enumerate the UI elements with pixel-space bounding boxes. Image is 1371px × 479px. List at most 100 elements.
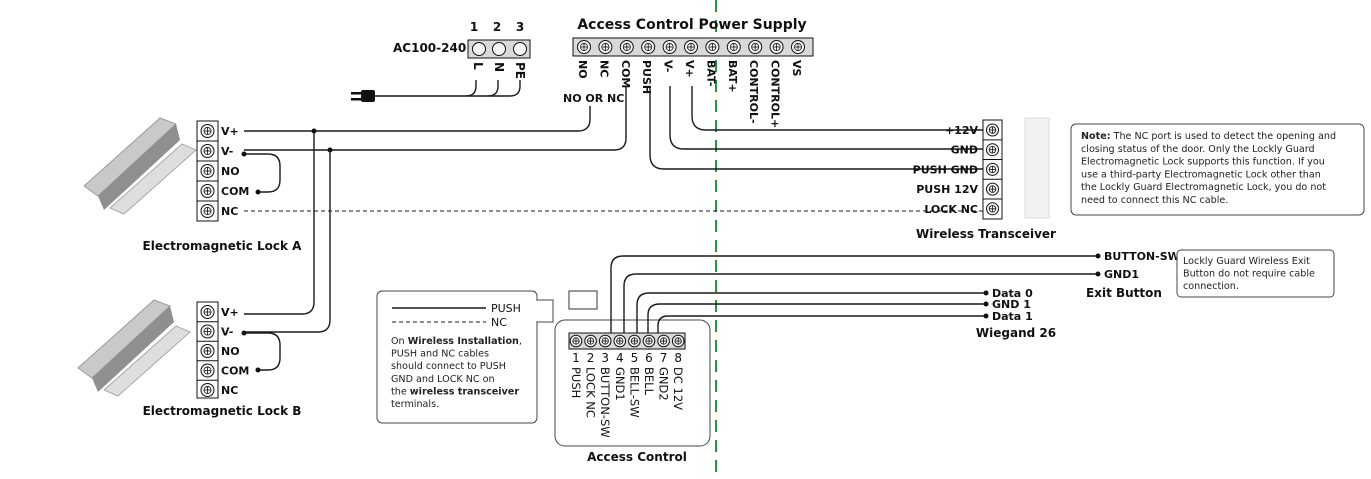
ac-number-1: 1 xyxy=(470,20,478,34)
nc-note-text-span: closing status of the door. Only the Loc… xyxy=(1081,144,1315,155)
wire-lock-vplus xyxy=(244,106,591,132)
wire-data1 xyxy=(657,315,984,333)
access-control-screw-icon xyxy=(642,334,656,348)
wiegand-title: Wiegand 26 xyxy=(976,326,1056,340)
no-or-nc-label: NO OR NC xyxy=(563,92,624,105)
legend-line: terminals. xyxy=(391,399,439,410)
nc-note-text-span: use a third-party Electromagnetic Lock o… xyxy=(1081,169,1321,180)
wire-gnd1 xyxy=(623,273,1096,333)
wiring-legend: PUSH NC On Wireless Installation,PUSH an… xyxy=(376,290,598,424)
ps-screw-icon xyxy=(791,40,805,54)
access-control-screw-icon xyxy=(569,334,583,348)
wire-gnd xyxy=(669,86,986,150)
ps-terminal-label: PUSH xyxy=(640,60,653,94)
ps-screw-icon xyxy=(598,40,613,54)
lock-b-terminal-label: COM xyxy=(221,365,249,378)
ps-terminal-label: CONTROL+ xyxy=(769,60,782,128)
access-control-screw-icon xyxy=(657,334,670,348)
legend-text-span: , xyxy=(519,336,522,347)
lock-a-terminal-label: NO xyxy=(221,165,240,178)
ps-terminal-label: V- xyxy=(662,60,675,72)
lock_a-screw-icon xyxy=(200,164,215,178)
nc-note-line: Electromagnetic Lock supports this funct… xyxy=(1081,157,1325,168)
ac-number-3: 3 xyxy=(516,20,524,34)
wiegand-data0: Data 0 xyxy=(992,287,1033,300)
exit-button-note-line: Lockly Guard Wireless Exit xyxy=(1183,256,1310,267)
access-control-screw-icon xyxy=(598,334,612,348)
transceiver-terminal-label: PUSH 12V xyxy=(916,183,978,196)
ac-number-2: 2 xyxy=(493,20,501,34)
access-control-number: 5 xyxy=(631,351,639,365)
access-control-number: 3 xyxy=(601,351,609,365)
transceiver-terminal-label: LOCK NC xyxy=(924,203,978,216)
transceiver-screw-icon xyxy=(986,162,999,176)
access-control-terminal-label: GND2 xyxy=(657,367,671,401)
access-control-number: 6 xyxy=(645,351,653,365)
power-supply-title: Access Control Power Supply xyxy=(577,17,806,33)
magnetic-lock-b-icon xyxy=(77,299,191,397)
lock_a-screw-icon xyxy=(200,204,215,218)
lock-a-terminals: V+ V- NO COM NC xyxy=(197,124,249,218)
nc-note-prefix: Note: xyxy=(1081,131,1111,142)
lock-a-terminal-label: V+ xyxy=(221,125,239,138)
lock_b-screw-icon xyxy=(200,344,215,358)
ac-terminal-l: L xyxy=(471,62,485,70)
legend-text-span: wireless transceiver xyxy=(410,386,520,397)
ac-wire-l xyxy=(375,80,477,97)
legend-callout-square xyxy=(568,290,598,310)
wiegand-gnd1: GND 1 xyxy=(992,298,1031,311)
legend-line: the wireless transceiver xyxy=(391,386,519,397)
access-control-terminal-label: LOCK NC xyxy=(584,367,598,418)
lock-b-terminal-label: V+ xyxy=(221,306,239,319)
exit-button-gnd1: GND1 xyxy=(1104,268,1139,281)
nc-note: Note: The NC port is used to detect the … xyxy=(1070,123,1365,216)
transceiver-terminal-label: GND xyxy=(951,144,978,157)
lock-b-terminal-label: V- xyxy=(221,326,233,339)
access-control-terminal-label: DC 12V xyxy=(671,367,685,410)
nc-note-text-span: Electromagnetic Lock supports this funct… xyxy=(1081,157,1325,168)
wire-lock-vminus xyxy=(244,86,627,151)
legend-box xyxy=(376,290,538,424)
legend-text-span: GND and LOCK NC on xyxy=(391,374,495,385)
legend-nc-label: NC xyxy=(491,316,507,329)
lock-b-terminal-label: NC xyxy=(221,384,238,397)
lock-a-terminal-label: V- xyxy=(221,145,233,158)
exit-button: BUTTON-SW GND1 Exit Button Lockly Guard … xyxy=(1086,249,1335,300)
ps-terminal-label: COM xyxy=(619,60,632,88)
nc-note-line: need to connect this NC cable. xyxy=(1081,195,1228,206)
access-control-number: 7 xyxy=(660,351,668,365)
access-control-number: 8 xyxy=(674,351,682,365)
nc-note-line: Note: The NC port is used to detect the … xyxy=(1081,131,1336,142)
transceiver-terminal-label: PUSH GND xyxy=(913,163,978,176)
lock-a: V+ V- NO COM NC Electromagnetic Lock A xyxy=(83,117,303,253)
access-control-screw-icon xyxy=(584,334,597,348)
transceiver-terminal-label: +12V xyxy=(945,124,979,137)
ps-screw-icon xyxy=(577,40,591,54)
legend-text-span: the xyxy=(391,386,410,397)
wire-push xyxy=(649,86,986,170)
exit-button-note-line: Button do not require cable xyxy=(1183,268,1315,279)
legend-line: PUSH and NC cables xyxy=(391,349,489,360)
transceiver-screw-icon xyxy=(986,182,999,196)
legend-line: should connect to PUSH xyxy=(391,361,506,372)
access-control-terminal-label: PUSH xyxy=(569,367,583,398)
access-control-number: 2 xyxy=(587,351,595,365)
lock-a-title: Electromagnetic Lock A xyxy=(143,239,303,253)
ps-terminal-label: CONTROL- xyxy=(747,60,760,124)
access-control-title: Access Control xyxy=(587,450,687,464)
power-supply-screws xyxy=(577,40,805,54)
lock-a-terminal-label: NC xyxy=(221,205,238,218)
ps-screw-icon xyxy=(726,40,741,54)
lock_b-screw-icon xyxy=(200,383,215,397)
nc-note-text-span: the Lockly Guard Electromagnetic Lock, y… xyxy=(1081,182,1326,193)
nc-note-text-span: The NC port is used to detect the openin… xyxy=(1111,131,1337,142)
lock-a-terminal-label: COM xyxy=(221,185,249,198)
wiegand: Data 0 GND 1 Data 1 Wiegand 26 xyxy=(976,287,1056,340)
legend-text-span: terminals. xyxy=(391,399,439,410)
